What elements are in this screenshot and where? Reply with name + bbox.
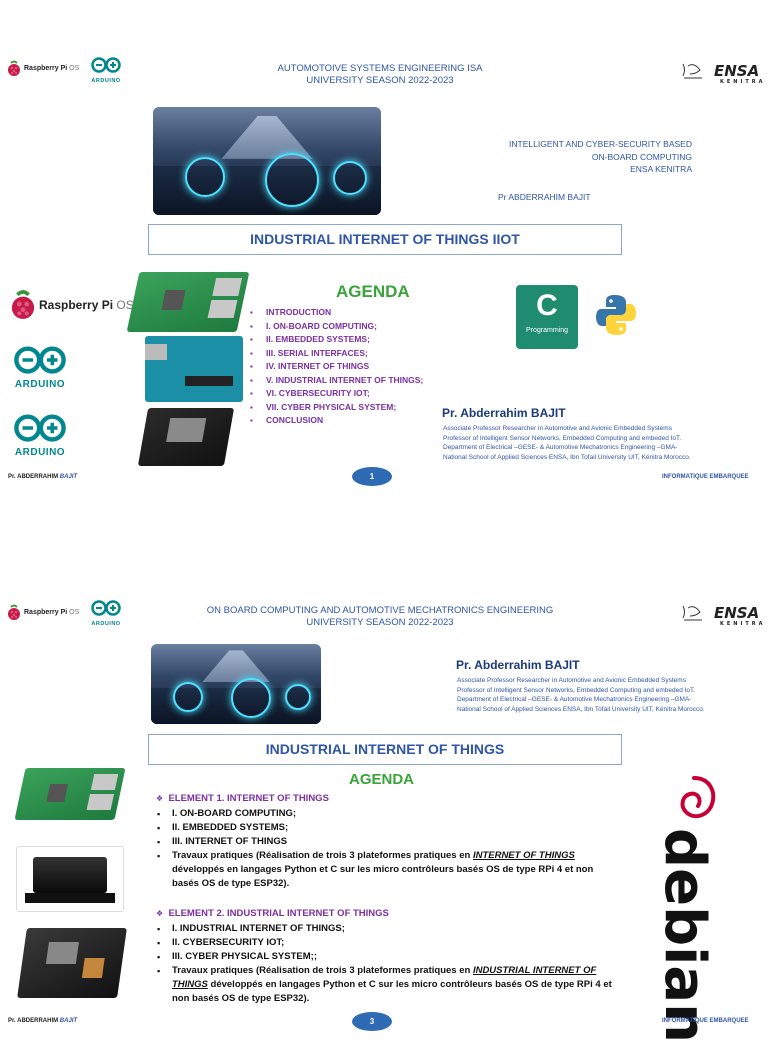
slide-header: AUTOMOTOIVE SYSTEMS ENGINEERING ISA UNIV… xyxy=(277,63,483,86)
arduino-infinity-icon xyxy=(91,57,121,73)
raspberry-icon xyxy=(8,604,20,620)
footer-course: INFORMATIQUE EMBARQUEE xyxy=(662,1018,749,1024)
embedded-board-image xyxy=(17,928,127,998)
slide-header: ON BOARD COMPUTING AND AUTOMOTIVE MECHAT… xyxy=(206,605,554,628)
list-item: III. INTERNET OF THINGS xyxy=(156,835,616,849)
arduino-uno-board-image xyxy=(145,336,243,402)
arduino-infinity-icon xyxy=(14,346,66,374)
list-item: I. INDUSTRIAL INTERNET OF THINGS; xyxy=(156,922,616,936)
list-item: II. CYBERSECURITY IOT; xyxy=(156,936,616,950)
slide-title: INDUSTRIAL INTERNET OF THINGS IIOT xyxy=(148,224,622,255)
slide-3: Raspberry Pi OS ARDUINO ON BOARD COMPUTI… xyxy=(0,592,768,1043)
agenda-item: I. ON-BOARD COMPUTING; xyxy=(250,320,423,334)
agenda-item: VII. CYBER PHYSICAL SYSTEM; xyxy=(250,401,423,415)
raspberry-icon xyxy=(11,290,35,319)
diamond-bullet-icon: ❖ xyxy=(156,909,164,918)
agenda-item: V. INDUSTRIAL INTERNET OF THINGS; xyxy=(250,374,423,388)
agenda-item: II. EMBEDDED SYSTEMS; xyxy=(250,333,423,347)
raspberry-pi-board-image xyxy=(126,272,250,332)
page-number: 1 xyxy=(352,467,392,486)
arduino-logo-large: ARDUINO xyxy=(8,346,72,390)
list-item: I. ON-BOARD COMPUTING; xyxy=(156,807,616,821)
raspberry-pi-os-logo: Raspberry Pi OS xyxy=(7,604,79,621)
slide-1: Raspberry Pi OS ARDUINO AUTOMOTOIVE SYST… xyxy=(0,44,768,534)
raspberry-pi-board-image xyxy=(14,768,126,820)
arduino-logo: ARDUINO xyxy=(88,57,124,84)
arduino-infinity-icon xyxy=(14,414,66,442)
arduino-infinity-icon xyxy=(91,600,121,616)
author-small: Pr ABDERRAHIM BAJIT xyxy=(498,192,591,202)
professor-details: Associate Professor Researcher in Automo… xyxy=(443,425,691,461)
list-item: III. CYBER PHYSICAL SYSTEM;; xyxy=(156,950,616,964)
raspberry-pi-os-logo: Raspberry Pi OS xyxy=(7,60,79,77)
agenda-item: III. SERIAL INTERFACES; xyxy=(250,347,423,361)
debian-logo: debian xyxy=(652,828,717,1043)
agenda-title: AGENDA xyxy=(336,282,410,301)
page-number: 3 xyxy=(352,1012,392,1031)
agenda-item: VI. CYBERSECURITY IOT; xyxy=(250,387,423,401)
footer-author: Pr. ABDERRAHIM BAJIT xyxy=(8,1018,78,1024)
agenda-item: CONCLUSION xyxy=(250,414,423,428)
python-logo-icon xyxy=(596,295,636,335)
diamond-bullet-icon: ❖ xyxy=(156,794,164,803)
automotive-cockpit-image xyxy=(153,107,381,215)
list-item-tp: Travaux pratiques (Réalisation de trois … xyxy=(156,849,616,891)
element2-heading: ❖ ELEMENT 2. INDUSTRIAL INTERNET OF THIN… xyxy=(156,908,389,919)
arduino-logo: ARDUINO xyxy=(88,600,124,627)
raspberry-icon xyxy=(8,60,20,76)
agenda-item: INTRODUCTION xyxy=(250,306,423,320)
slide-title: INDUSTRIAL INTERNET OF THINGS xyxy=(148,734,622,765)
agenda-list: INTRODUCTION I. ON-BOARD COMPUTING; II. … xyxy=(250,306,423,428)
agenda-item: IV. INTERNET OF THINGS xyxy=(250,360,423,374)
esp32-board-image xyxy=(137,408,235,466)
professor-details: Associate Professor Researcher in Automo… xyxy=(457,677,705,713)
professor-name: Pr. Abderrahim BAJIT xyxy=(442,406,566,420)
ensa-emblem-icon xyxy=(682,605,702,621)
footer-author: Pr. ABDERRAHIM BAJIT xyxy=(8,474,78,480)
element1-list: I. ON-BOARD COMPUTING; II. EMBEDDED SYST… xyxy=(156,807,616,891)
automotive-cockpit-image xyxy=(151,644,321,724)
professor-name: Pr. Abderrahim BAJIT xyxy=(456,658,580,672)
list-item: II. EMBEDDED SYSTEMS; xyxy=(156,821,616,835)
jetson-board-image xyxy=(16,846,124,912)
c-programming-logo: C Programming xyxy=(516,285,578,349)
debian-swirl-icon xyxy=(680,776,716,819)
course-info: INTELLIGENT AND CYBER-SECURITY BASED ON-… xyxy=(509,139,692,174)
agenda-title: AGENDA xyxy=(349,771,415,788)
arduino-logo-large-2: ARDUINO xyxy=(8,414,72,458)
element1-heading: ❖ ELEMENT 1. INTERNET OF THINGS xyxy=(156,793,329,804)
ensa-emblem-icon xyxy=(682,63,702,79)
raspberry-pi-os-logo-large: Raspberry Pi OS xyxy=(10,289,134,321)
list-item-tp: Travaux pratiques (Réalisation de trois … xyxy=(156,964,616,1006)
element2-list: I. INDUSTRIAL INTERNET OF THINGS; II. CY… xyxy=(156,922,616,1006)
footer-course: INFORMATIQUE EMBARQUEE xyxy=(662,474,749,480)
